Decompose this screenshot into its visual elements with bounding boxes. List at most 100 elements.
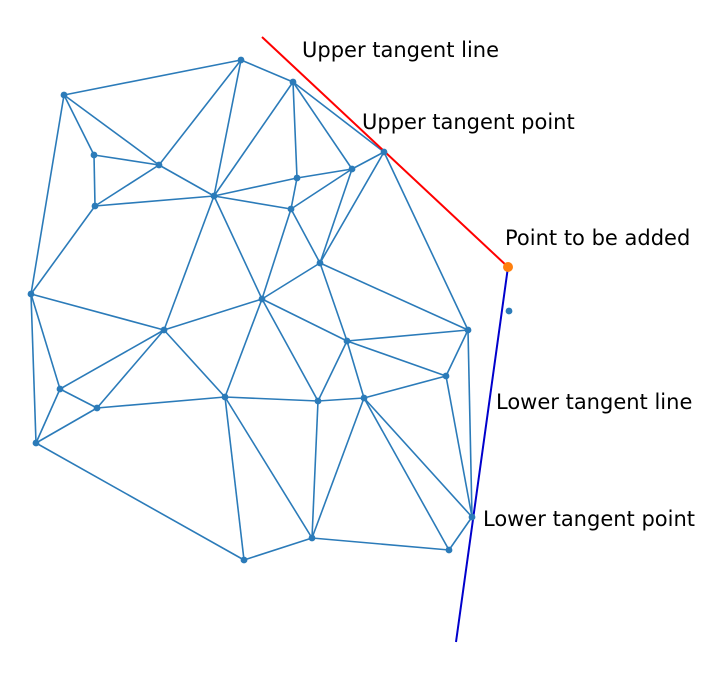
mesh-edge (319, 168, 353, 264)
mesh-node (343, 337, 351, 345)
mesh-node (32, 439, 40, 447)
mesh-edge (224, 396, 245, 561)
mesh-node (60, 91, 68, 99)
mesh-edge (351, 151, 385, 170)
mesh-edge (30, 293, 61, 390)
mesh-edge (311, 397, 365, 539)
upper-tangent-line-label: Upper tangent line (302, 38, 500, 62)
mesh-edge (213, 195, 263, 300)
mesh-edge (30, 293, 37, 444)
mesh-edge (261, 208, 292, 300)
mesh-node (90, 151, 98, 159)
mesh-edge (363, 397, 473, 518)
mesh-edge (94, 164, 160, 207)
mesh-edge (448, 516, 473, 551)
mesh-edge (261, 298, 348, 342)
mesh-node (468, 513, 476, 521)
mesh-edges (30, 59, 473, 561)
mesh-edge (35, 442, 245, 561)
mesh-node (360, 394, 368, 402)
mesh-node (160, 326, 168, 334)
mesh-node (289, 78, 297, 86)
lower-tangent-point-label: Lower tangent point (483, 507, 696, 531)
mesh-edge (346, 340, 447, 377)
mesh-edge (63, 94, 160, 166)
mesh-edge (224, 396, 313, 539)
mesh-node (258, 295, 266, 303)
mesh-edge (445, 375, 473, 518)
point-to-be-added (503, 262, 513, 272)
mesh-edge (311, 537, 450, 551)
mesh-edge (213, 81, 294, 197)
mesh-edge (158, 164, 215, 197)
mesh-edge (96, 329, 165, 409)
mesh-edge (213, 195, 292, 210)
point-to-be-added-label: Point to be added (505, 226, 691, 250)
mesh-edge (261, 262, 321, 300)
mesh-edge (290, 208, 321, 264)
mesh-edge (163, 298, 263, 331)
mesh-edge (319, 151, 385, 264)
upper-tangent-point-label: Upper tangent point (362, 110, 575, 134)
mesh-edge (30, 293, 165, 331)
mesh-node (445, 546, 453, 554)
mesh-edge (224, 396, 319, 402)
mesh-edge (163, 329, 226, 398)
mesh-node (237, 56, 245, 64)
mesh-edge (30, 94, 65, 295)
mesh-edge (59, 388, 98, 409)
mesh-edge (243, 537, 313, 561)
mesh-node (380, 148, 388, 156)
mesh-node (240, 556, 248, 564)
mesh-node (210, 192, 218, 200)
mesh-edge (224, 298, 263, 398)
mesh-edge (30, 205, 96, 295)
mesh-node (155, 161, 163, 169)
mesh-edge (467, 329, 473, 518)
mesh-edge (158, 59, 242, 166)
mesh-edge (261, 298, 319, 402)
mesh-edge (363, 397, 450, 551)
mesh-edge (317, 340, 348, 402)
mesh-edge (96, 396, 226, 409)
mesh-edge (290, 168, 353, 210)
mesh-edge (346, 340, 365, 399)
mesh-edge (292, 81, 298, 179)
mesh-edge (94, 195, 215, 207)
mesh-edge (317, 397, 365, 402)
mesh-node (91, 202, 99, 210)
mesh-edge (319, 262, 348, 342)
mesh-node (293, 174, 301, 182)
mesh-edge (296, 168, 353, 179)
lower-tangent-line (455, 266, 509, 643)
lower-tangent-line-label: Lower tangent line (496, 390, 693, 414)
mesh-node (27, 290, 35, 298)
mesh-edge (292, 81, 385, 153)
mesh-edge (59, 329, 165, 390)
mesh-node (442, 372, 450, 380)
mesh-edge (163, 195, 215, 331)
mesh-edge (240, 59, 294, 83)
mesh-node (314, 397, 322, 405)
mesh-nodes (27, 56, 513, 564)
mesh-edge (93, 154, 160, 166)
mesh-edge (346, 329, 469, 342)
mesh-node (56, 385, 64, 393)
mesh-edge (93, 154, 96, 207)
mesh-edge (213, 59, 242, 197)
mesh-node (505, 307, 513, 315)
mesh-edge (292, 81, 353, 170)
mesh-edge (290, 177, 298, 210)
mesh-node (93, 404, 101, 412)
mesh-edge (63, 59, 242, 96)
mesh-edge (63, 94, 95, 156)
mesh-node (316, 259, 324, 267)
mesh-edge (35, 407, 98, 444)
mesh-edge (35, 388, 61, 444)
mesh-edge (213, 177, 298, 197)
mesh-node (287, 205, 295, 213)
mesh-edge (311, 400, 319, 539)
mesh-edge (383, 151, 469, 331)
mesh-edge (319, 262, 469, 331)
